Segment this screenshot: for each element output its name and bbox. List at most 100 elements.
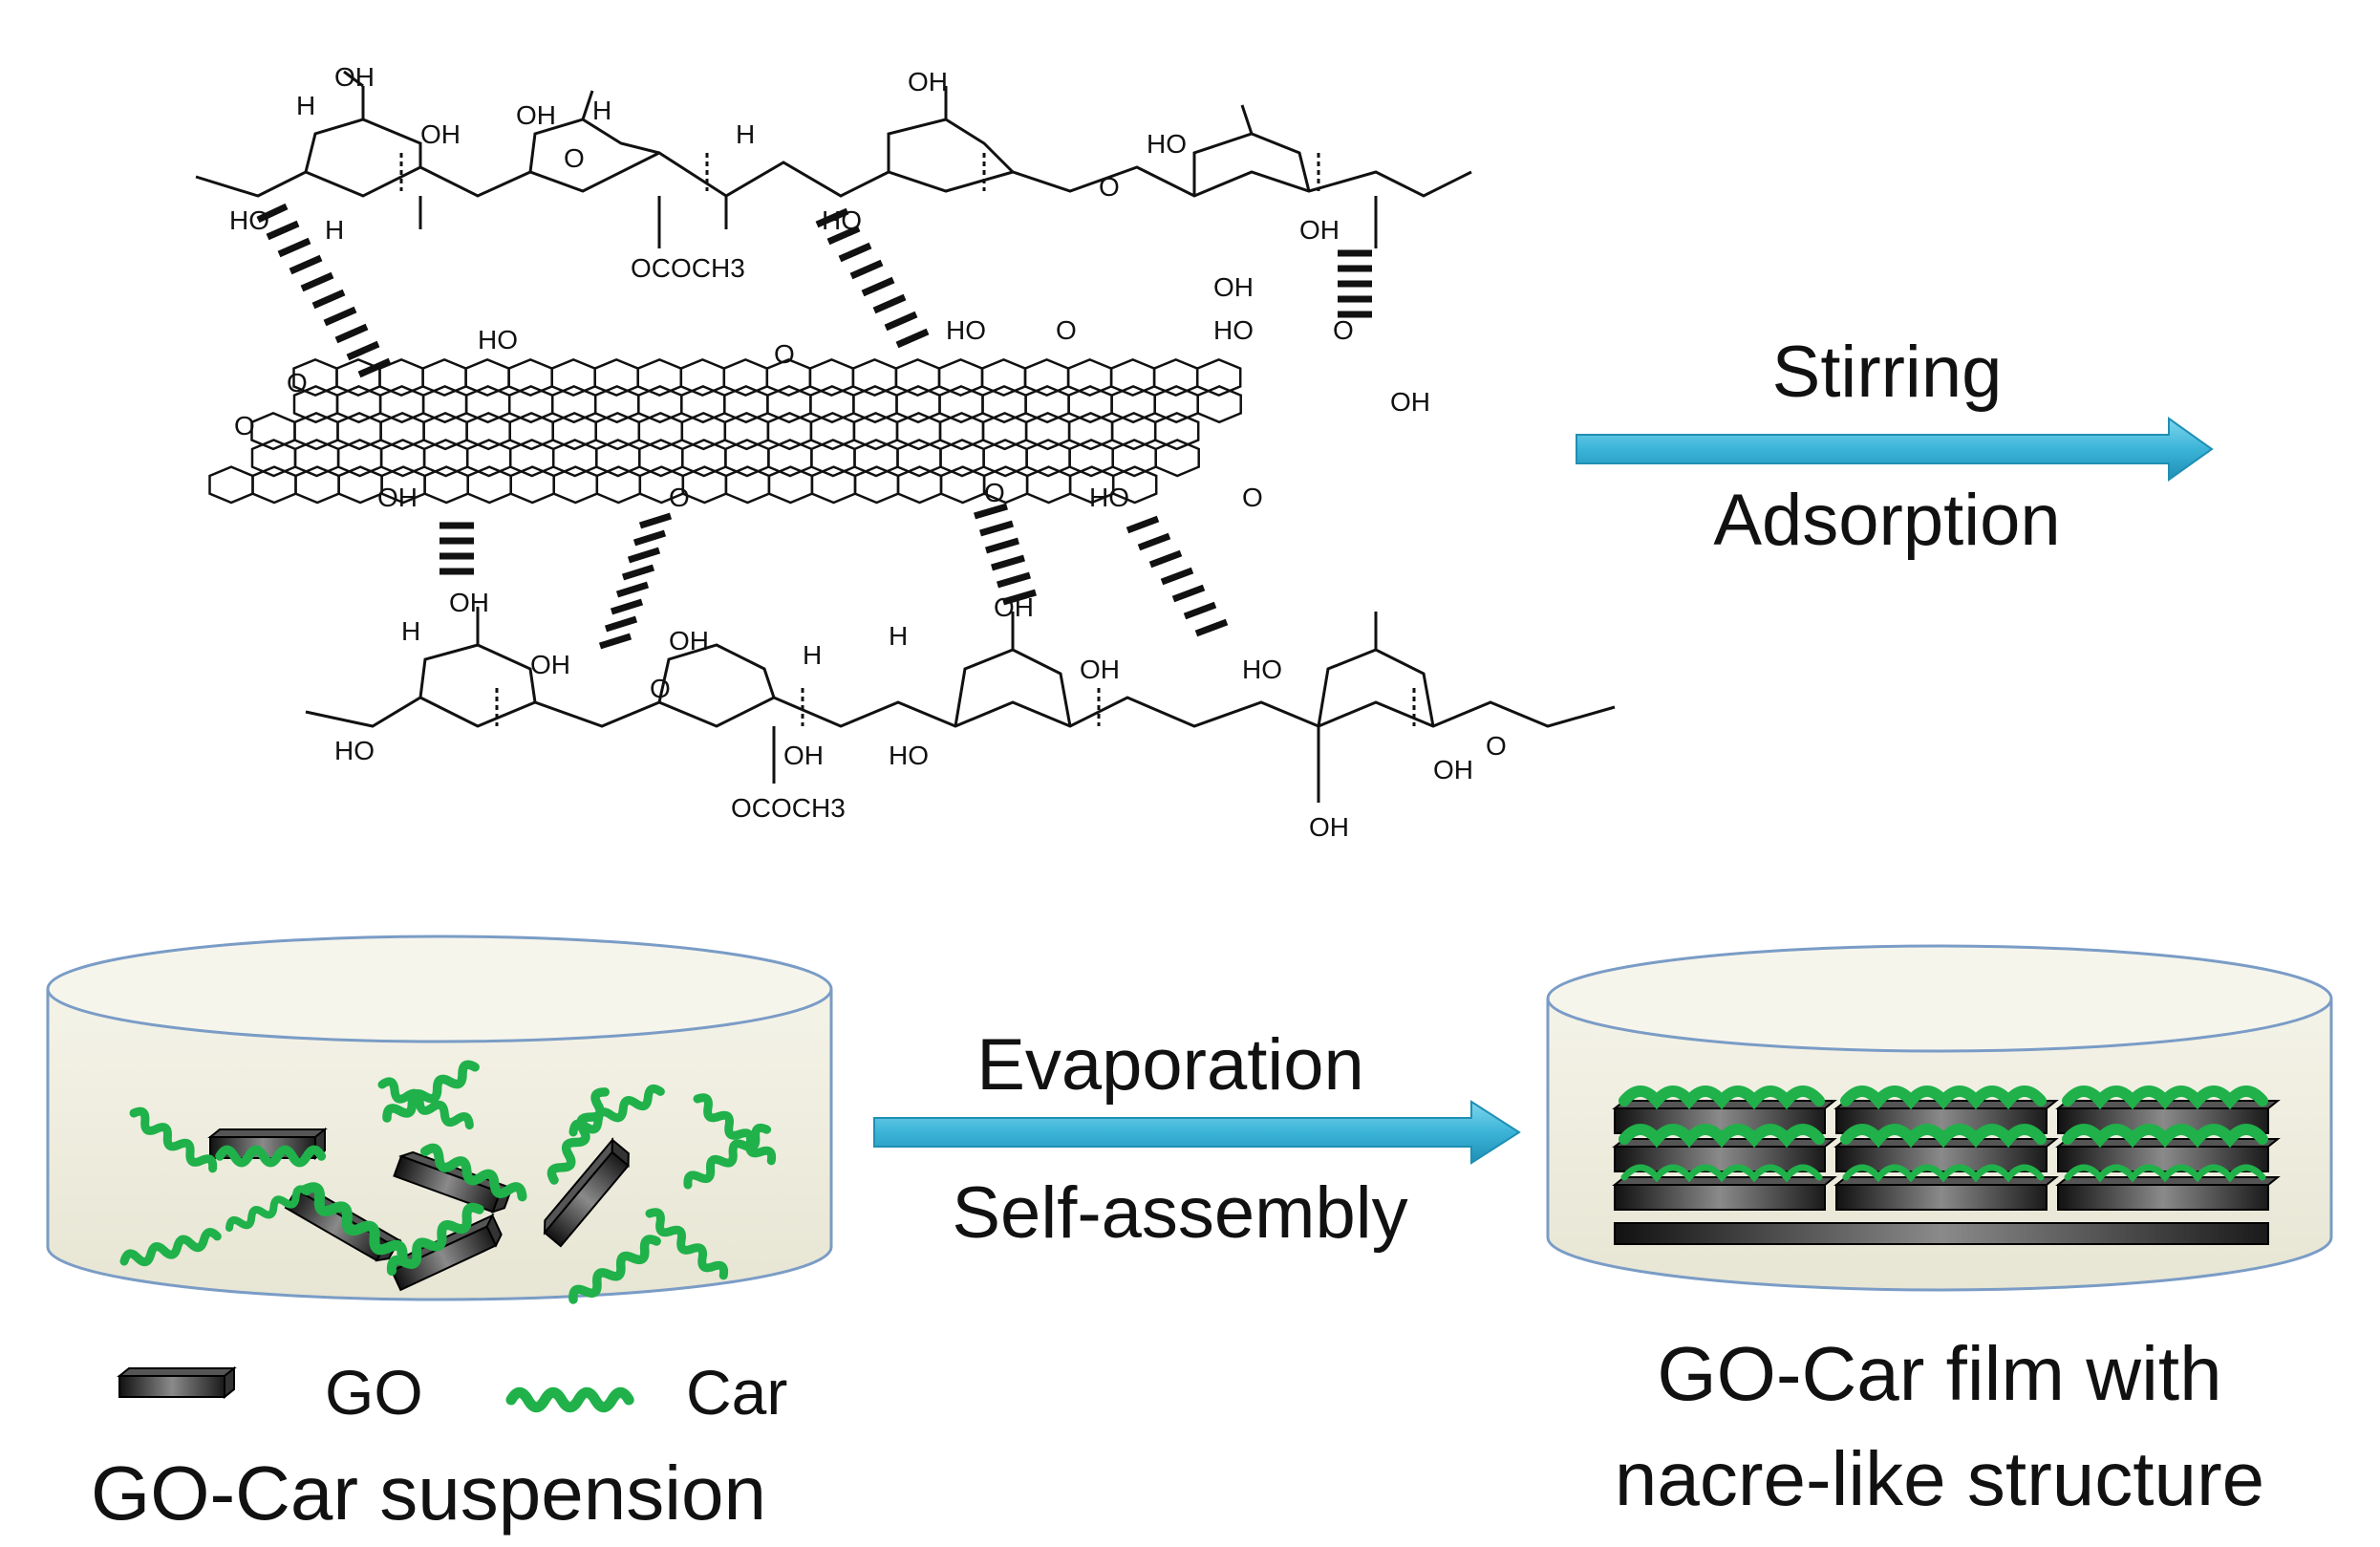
hexagon-ring — [337, 465, 383, 505]
go-brick — [2057, 1184, 2269, 1211]
hexagon-ring — [593, 357, 639, 397]
group-h: H — [803, 640, 822, 670]
hexagon-ring — [852, 385, 898, 424]
group-h: H — [736, 119, 755, 149]
hexagon-ring — [336, 412, 382, 451]
epoxy-oxygen: O — [669, 483, 690, 512]
hexagon-ring — [980, 357, 1027, 397]
hexagon-ring — [550, 357, 596, 397]
arrow-label-self-assembly: Self-assembly — [952, 1172, 1407, 1254]
legend-go-label: GO — [325, 1357, 423, 1428]
go-brick — [1835, 1184, 2048, 1211]
group-oh: OH — [1390, 387, 1430, 417]
group-ho: HO — [946, 315, 986, 345]
hexagon-ring — [466, 465, 512, 505]
legend: GO Car — [118, 1357, 787, 1428]
legend-car-symbol — [511, 1392, 629, 1407]
arrow-stirring-adsorption: Stirring Adsorption — [1576, 332, 2214, 561]
car-chain-layer — [1619, 1085, 1825, 1110]
hexagon-ring — [637, 412, 684, 451]
hexagon-ring — [767, 439, 813, 478]
hexagon-ring — [293, 439, 340, 478]
arrow-evaporation-self-assembly: Evaporation Self-assembly — [873, 1024, 1521, 1254]
carrageenan-chain-top: OH H OH OH H OH H O O OCOCH3 HO H HO OH … — [195, 62, 1472, 302]
hexagon-ring — [938, 385, 984, 424]
hexagon-ring — [1154, 439, 1200, 478]
group-oh: OH — [783, 741, 824, 770]
hexagon-ring — [208, 465, 254, 505]
carbonyl-oxygen: O — [234, 411, 255, 440]
hexagon-ring — [250, 439, 297, 478]
hexagon-ring — [638, 439, 684, 478]
group-h: H — [889, 621, 908, 651]
hexagon-ring — [1153, 412, 1200, 451]
group-oh: OH — [908, 67, 948, 97]
group-h: H — [401, 616, 420, 646]
hexagon-ring — [1066, 357, 1113, 397]
hexagon-ring — [853, 439, 899, 478]
group-ococh3: OCOCH3 — [731, 793, 846, 823]
hexagon-ring — [593, 385, 640, 424]
hexagon-ring — [637, 385, 683, 424]
hydrogen-bonds-lower — [440, 503, 1229, 650]
hexagon-ring — [508, 412, 554, 451]
hexagon-ring — [766, 412, 813, 451]
group-ho: HO — [1089, 483, 1129, 512]
hexagon-ring — [1111, 439, 1157, 478]
legend-car-label: Car — [686, 1357, 787, 1428]
hexagon-ring — [1025, 439, 1071, 478]
hexagon-ring — [981, 412, 1028, 451]
hexagon-ring — [723, 385, 769, 424]
car-chain-layer — [2062, 1124, 2268, 1149]
ring-oxygen: O — [1099, 172, 1120, 202]
go-brick-top — [1833, 1176, 2059, 1186]
car-chain-layer — [1619, 1124, 1825, 1149]
arrow-label-adsorption: Adsorption — [1713, 480, 2060, 561]
hexagon-ring — [896, 465, 943, 505]
epoxy-oxygen: O — [774, 339, 795, 369]
group-oh: OH — [994, 592, 1034, 622]
carrageenan-chain-bottom: OH H OH OH H OH H O O OCOCH3 HO OH HO HO… — [305, 588, 1616, 842]
hexagon-ring — [1110, 412, 1157, 451]
hexagon-ring — [810, 439, 856, 478]
hexagon-ring — [852, 412, 899, 451]
film-dish — [1546, 944, 2333, 1292]
group-oh: OH — [1213, 272, 1254, 302]
hexagon-ring — [680, 412, 727, 451]
group-oh: OH — [516, 100, 556, 130]
hexagon-ring — [939, 439, 985, 478]
car-chain-layer — [1840, 1124, 2047, 1149]
hexagon-ring — [378, 357, 424, 397]
group-ho: HO — [1147, 129, 1187, 159]
hexagon-ring — [939, 465, 986, 505]
hexagon-ring — [767, 465, 814, 505]
graphene-oxide-sheet: HO OH O HO HO O HO OH O O O O O O — [208, 315, 1430, 512]
group-oh: OH — [530, 650, 570, 679]
hexagon-ring — [809, 385, 855, 424]
hexagon-ring — [464, 385, 511, 424]
hexagon-ring — [507, 385, 554, 424]
hexagon-ring — [1195, 357, 1242, 397]
go-brick-base — [1614, 1222, 2269, 1245]
caption-film-line2: nacre-like structure — [1615, 1436, 2264, 1521]
hexagon-ring — [1153, 385, 1199, 424]
hydrogen-bonds-upper — [256, 203, 1372, 378]
hexagon-ring — [335, 357, 381, 397]
hexagon-ring — [379, 439, 426, 478]
hexagon-ring — [896, 439, 942, 478]
hexagon-ring — [507, 357, 553, 397]
hexagon-ring — [981, 385, 1027, 424]
car-chain-layer — [1840, 1085, 2047, 1110]
hexagon-ring — [294, 465, 340, 505]
hexagon-ring — [595, 465, 642, 505]
group-ho: HO — [1242, 655, 1282, 684]
hexagon-ring — [1196, 385, 1242, 424]
hexagon-ring — [1068, 439, 1114, 478]
hexagon-ring — [423, 465, 469, 505]
hexagon-ring — [895, 385, 941, 424]
hexagon-ring — [1067, 385, 1113, 424]
hexagon-ring — [594, 412, 641, 451]
hexagon-ring — [293, 412, 339, 451]
car-chain-layer — [1842, 1164, 2045, 1183]
hexagon-ring — [379, 412, 425, 451]
